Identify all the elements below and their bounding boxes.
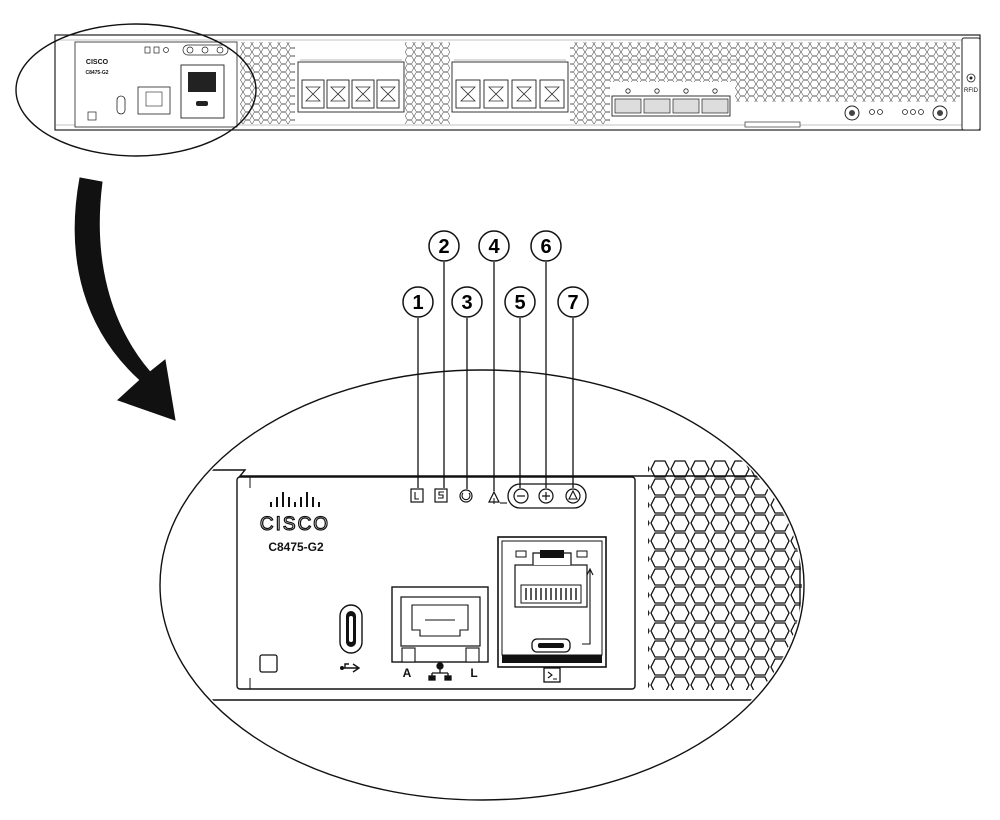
callout-number: 1: [412, 292, 423, 314]
led-2-icon: [434, 488, 448, 503]
sfp-port[interactable]: [539, 79, 565, 109]
led-1-icon: [410, 488, 424, 503]
faceplate-enlarged: CISCO C8475-G2: [162, 262, 802, 701]
console-terminal-icon: [543, 667, 561, 683]
led-5-icon: [513, 488, 529, 504]
zoom-arrow: [74, 177, 176, 421]
network-icon: [428, 662, 452, 681]
vent-left: [240, 42, 295, 124]
console-label-l: L: [470, 666, 477, 680]
highlight-ellipse-small: [15, 23, 257, 157]
callout-number: 7: [567, 292, 578, 314]
callouts: 1 2 3 4 5 6 7: [402, 230, 589, 318]
callout-number: 6: [540, 236, 551, 258]
callout-7: 7: [557, 286, 589, 318]
led-6-icon: [538, 488, 554, 504]
sfp-port[interactable]: [614, 98, 642, 114]
rack-ear-right: RFID: [961, 37, 981, 131]
rfid-icon: [966, 73, 976, 83]
led-7-icon: [565, 488, 581, 504]
chassis-front: RFID CISCO C8475-G2: [15, 23, 981, 157]
vent-enlarged: [648, 460, 802, 690]
usb-c-port[interactable]: [339, 604, 363, 654]
vent-right: [570, 42, 960, 82]
usb-c-port-small[interactable]: [116, 95, 126, 115]
rj45-console-port-small[interactable]: [137, 86, 171, 115]
callout-number: 2: [438, 236, 449, 258]
vent-right-bottom: [735, 82, 960, 102]
led-indicators: [410, 483, 587, 509]
callout-5: 5: [504, 286, 536, 318]
cisco-logo-text: CISCO: [260, 514, 330, 535]
callout-3: 3: [451, 286, 483, 318]
callout-4: 4: [478, 230, 510, 262]
console-label-a: A: [403, 666, 412, 680]
callout-1: 1: [402, 286, 434, 318]
model-label: C8475-G2: [268, 540, 324, 554]
faceplate-small: CISCO C8475-G2: [74, 41, 238, 128]
model-label-small: C8475-G2: [85, 70, 108, 76]
reset-button[interactable]: [259, 654, 278, 673]
callout-2: 2: [428, 230, 460, 262]
callout-leaders: [417, 262, 574, 491]
rfid-label: RFID: [964, 88, 979, 94]
led-row-small: [144, 44, 229, 56]
vent-right-lower: [570, 82, 610, 124]
vent-middle: [405, 42, 450, 124]
sfp-port-bank-2: [451, 59, 569, 113]
cisco-logo-icon: [270, 492, 320, 507]
sfp-port[interactable]: [643, 98, 671, 114]
sfp-port-bank-3: [611, 59, 740, 117]
led-3-icon: [459, 489, 473, 503]
callout-number: 5: [514, 292, 525, 314]
chassis-right-section: [744, 105, 948, 128]
micro-usb-port[interactable]: [531, 638, 571, 653]
cisco-logo-small: CISCO: [86, 59, 109, 66]
callout-number: 3: [461, 292, 472, 314]
management-port[interactable]: [497, 536, 607, 668]
callout-6: 6: [530, 230, 562, 262]
reset-button-small[interactable]: [87, 111, 97, 121]
sfp-port-bank-1: [297, 59, 405, 113]
callout-number: 4: [488, 236, 500, 258]
rj45-console-port[interactable]: [391, 586, 489, 663]
sfp-port[interactable]: [701, 98, 729, 114]
usb-icon: [340, 663, 361, 673]
sfp-port[interactable]: [672, 98, 700, 114]
led-4-icon: [488, 490, 507, 504]
